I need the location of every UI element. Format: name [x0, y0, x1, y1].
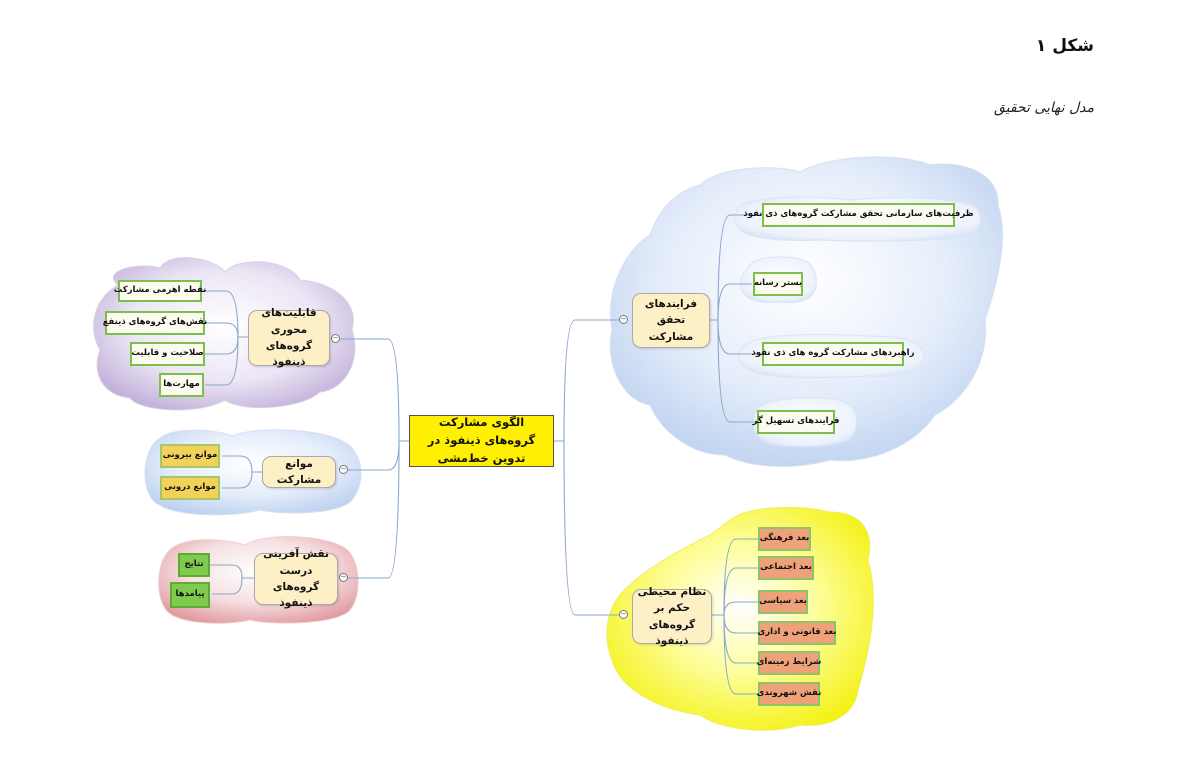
connectors — [200, 214, 762, 695]
leaf-role-1[interactable]: نتایج — [178, 553, 210, 577]
figure-label: شکل ۱ — [1035, 36, 1094, 56]
branch-role[interactable]: نقش آفرینی درست گروه‌های ذینفوذ — [254, 548, 338, 609]
branch-processes[interactable]: فرایندهای تحقق مشارکت — [632, 293, 710, 348]
leaf-barriers-1[interactable]: موانع بیرونی — [160, 444, 220, 468]
leaf-capabilities-1[interactable]: نقطه اهرمی مشارکت — [114, 280, 206, 302]
leaf-environment-3[interactable]: بعد سیاسی — [758, 590, 808, 614]
leaf-capabilities-4[interactable]: مهارت‌ها — [159, 373, 204, 397]
leaf-environment-2[interactable]: بعد اجتماعی — [758, 556, 814, 580]
central-topic[interactable]: الگوی مشارکت گروه‌های ذینفوذ در تدوین خط… — [409, 415, 554, 467]
leaf-environment-5[interactable]: شرایط زمینه‌ای — [757, 651, 821, 675]
leaf-processes-2[interactable]: بستر رسانه — [753, 272, 803, 296]
collapse-icon-role[interactable]: − — [339, 573, 348, 582]
leaf-environment-1[interactable]: بعد فرهنگی — [758, 527, 811, 551]
leaf-barriers-2[interactable]: موانع درونی — [160, 476, 220, 500]
branch-barriers[interactable]: موانع مشارکت — [262, 456, 336, 488]
collapse-icon-environment[interactable]: − — [619, 610, 628, 619]
leaf-environment-6[interactable]: نقش شهروندی — [757, 682, 821, 706]
collapse-icon-barriers[interactable]: − — [339, 465, 348, 474]
collapse-icon-processes[interactable]: − — [619, 315, 628, 324]
leaf-processes-4[interactable]: فرایندهای تسهیل گر — [753, 410, 839, 434]
leaf-capabilities-3[interactable]: صلاحیت و قابلیت — [130, 342, 205, 366]
leaf-role-2[interactable]: پیامدها — [170, 582, 210, 608]
branch-capabilities[interactable]: قابلیت‌های محوری گروه‌های ذینفوذ — [248, 307, 330, 368]
leaf-environment-4[interactable]: بعد قانونی و اداری — [757, 621, 837, 645]
leaf-processes-1[interactable]: ظرفیت‌های سازمانی تحقق مشارکت گروه‌های ذ… — [743, 203, 974, 227]
branch-environment[interactable]: نظام محیطی حکم بر گروه‌های ذینفوذ — [632, 586, 712, 647]
figure-caption: مدل نهایی تحقیق — [993, 100, 1094, 116]
collapse-icon-capabilities[interactable]: − — [331, 334, 340, 343]
leaf-capabilities-2[interactable]: نقش‌های گروه‌های ذینفع — [103, 311, 207, 335]
leaf-processes-3[interactable]: راهبردهای مشارکت گروه های ذی نفوذ — [752, 342, 915, 366]
